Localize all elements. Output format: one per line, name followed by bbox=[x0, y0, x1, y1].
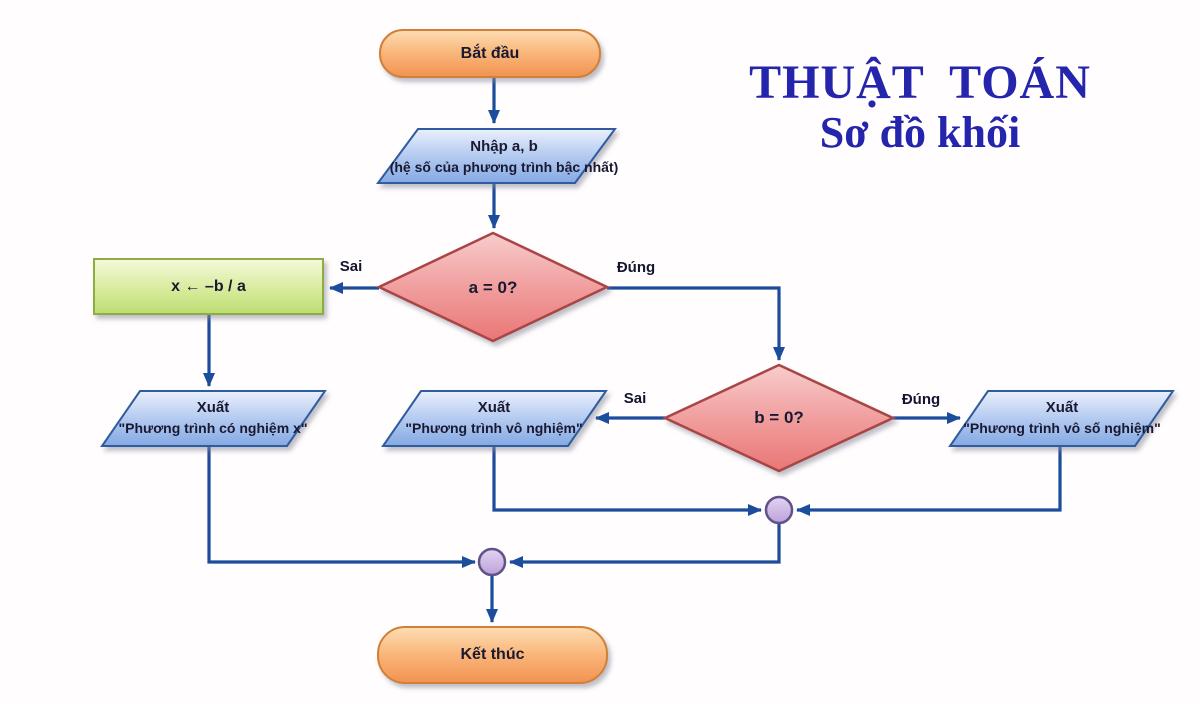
decision-b-shape bbox=[662, 363, 896, 473]
output-infinite-shape bbox=[948, 390, 1175, 447]
junction-connector-1 bbox=[764, 495, 794, 525]
output-solution-shape bbox=[100, 390, 327, 447]
edge-output-infinite-to-junction1 bbox=[796, 447, 1062, 516]
edge-junction1-to-junction2 bbox=[509, 524, 781, 568]
start-node-shape bbox=[379, 29, 601, 78]
decision-a-shape bbox=[376, 231, 610, 343]
end-node-shape bbox=[377, 626, 608, 684]
edge-output-no-solution-to-junction1 bbox=[492, 447, 762, 516]
edge-output-solution-to-junction2 bbox=[207, 447, 476, 568]
edge-decision-a-true bbox=[607, 286, 785, 361]
assign-node-shape bbox=[93, 258, 324, 315]
junction-connector-2 bbox=[477, 547, 507, 577]
input-node-shape bbox=[376, 128, 617, 184]
output-no-solution-shape bbox=[381, 390, 608, 447]
